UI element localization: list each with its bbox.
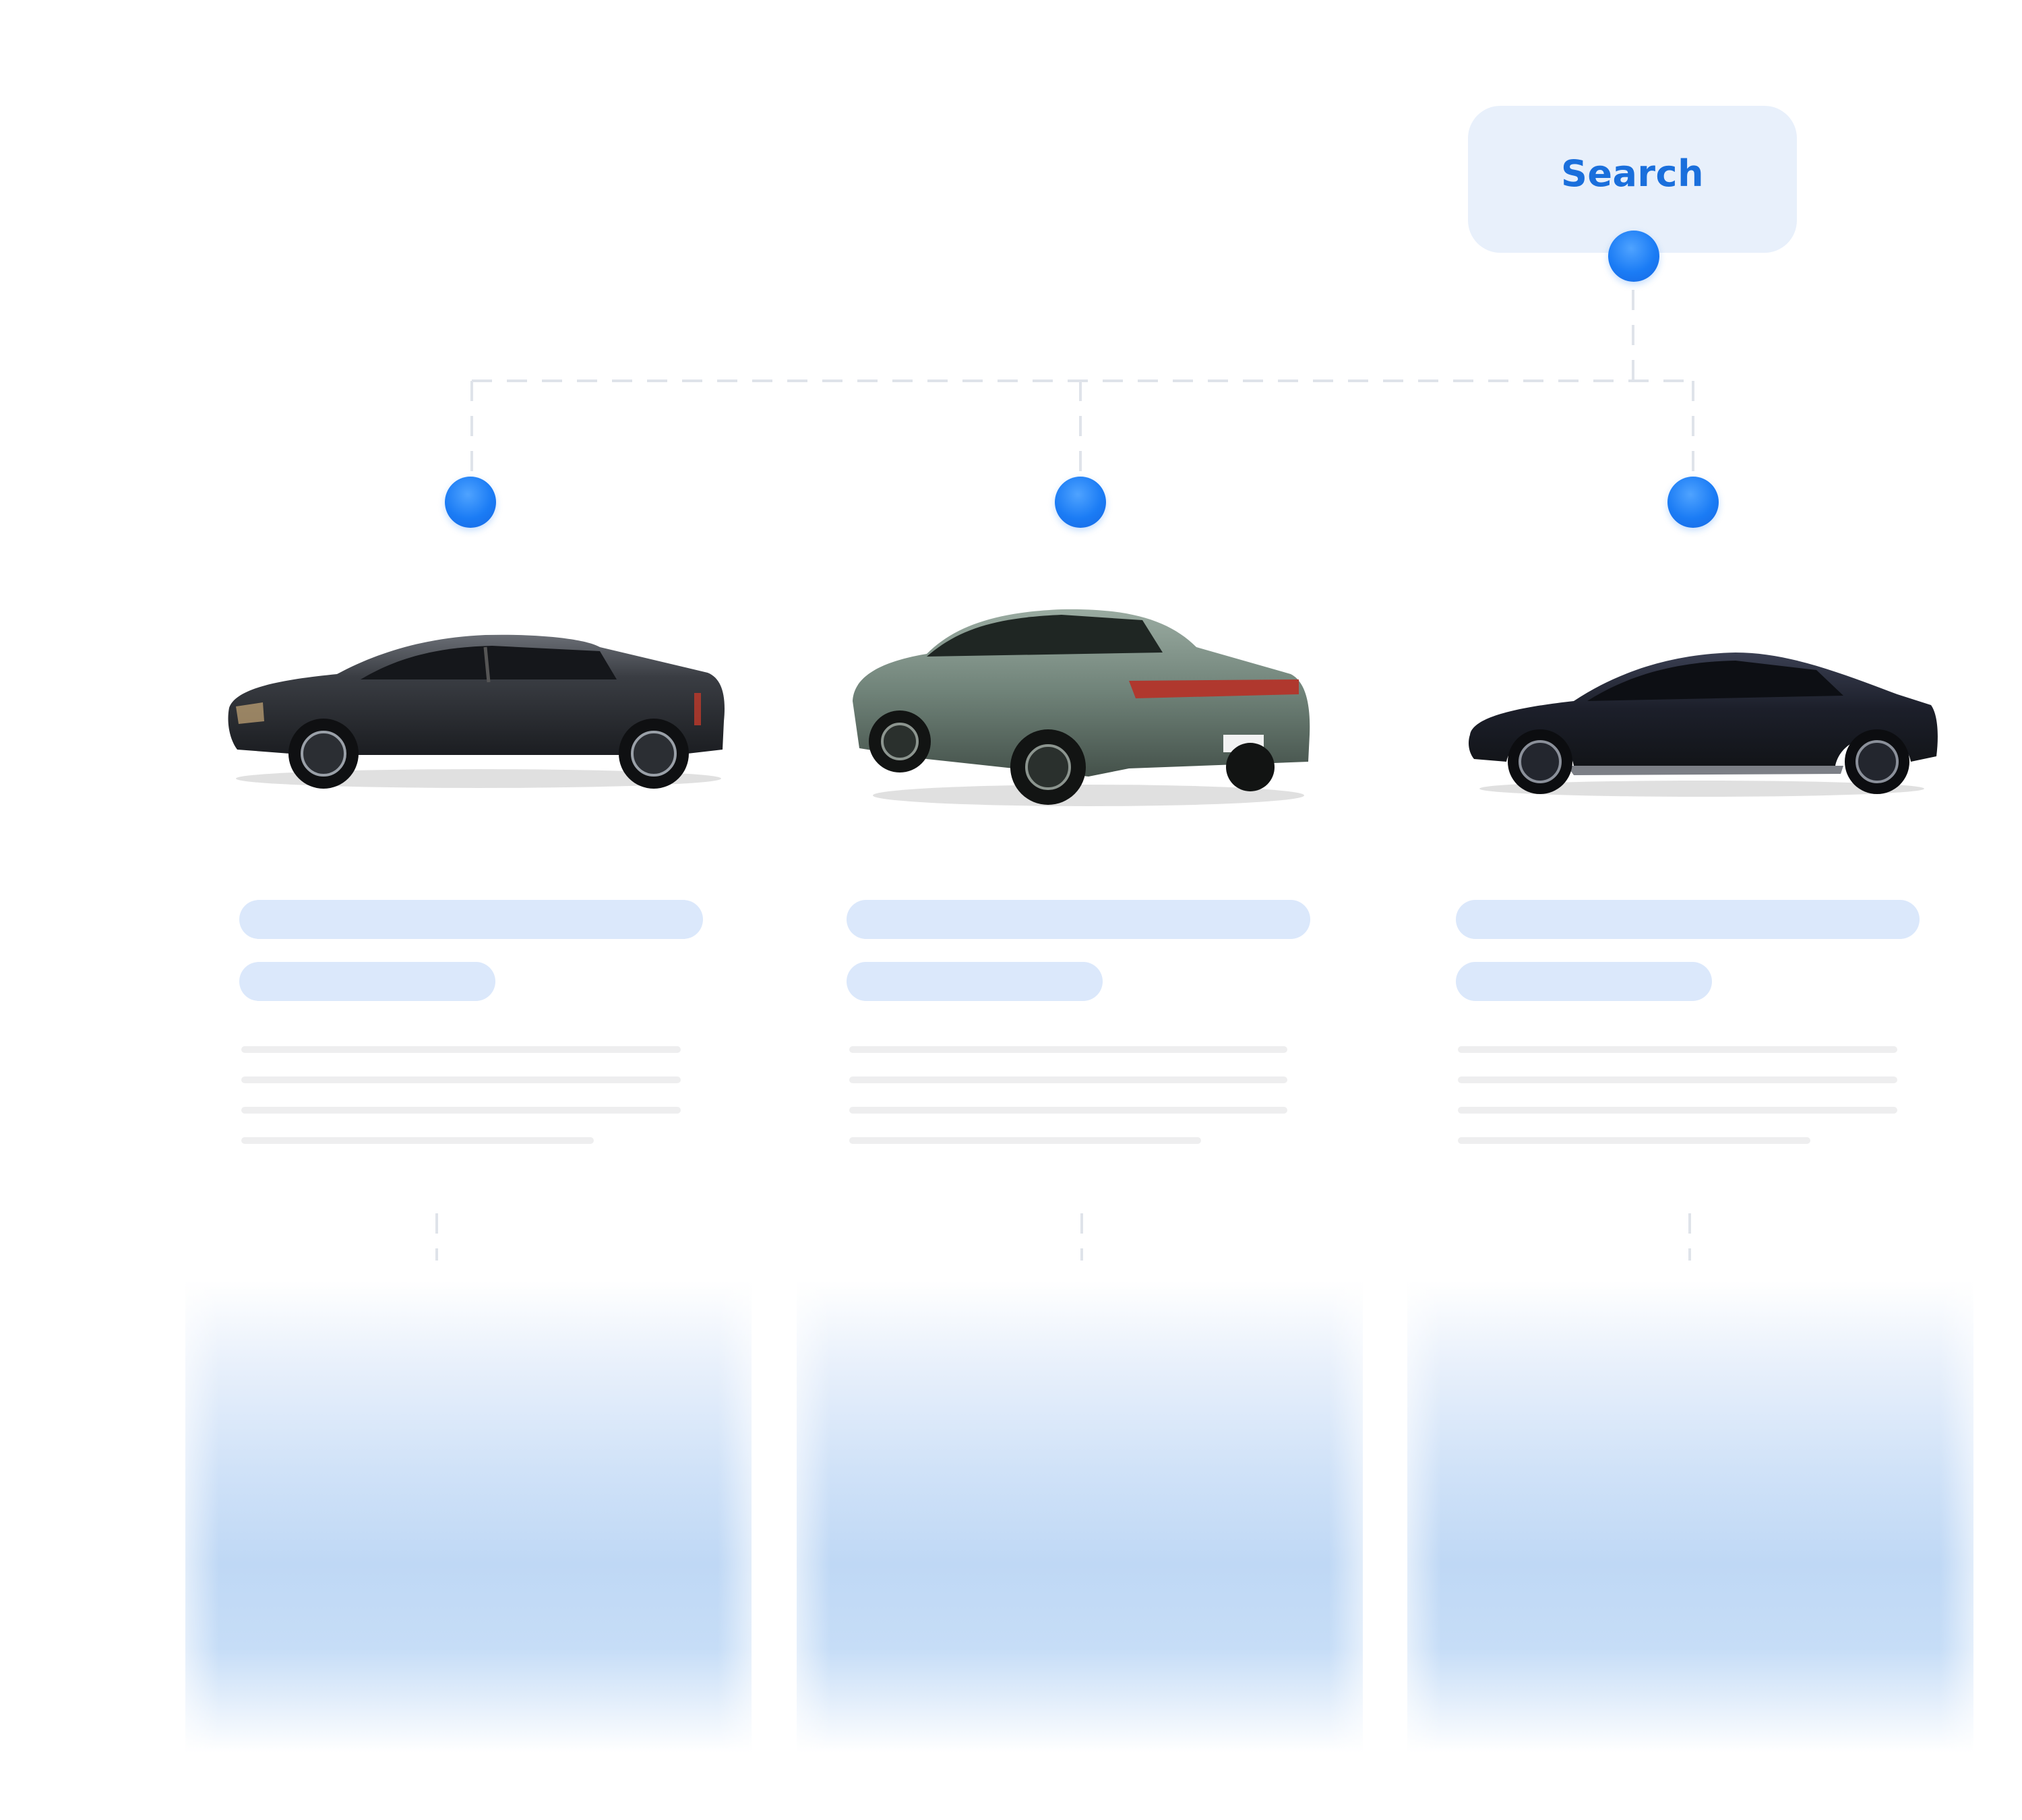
result-3-subtitle-placeholder bbox=[1456, 962, 1712, 1001]
result-3-text-line bbox=[1458, 1137, 1810, 1144]
result-1-text-line bbox=[241, 1137, 594, 1144]
result-2-title-placeholder bbox=[847, 900, 1310, 939]
search-node-dot bbox=[1608, 231, 1659, 282]
result-3-text-line bbox=[1458, 1107, 1897, 1114]
result-3-dot bbox=[1667, 477, 1719, 528]
result-3-text-line bbox=[1458, 1046, 1897, 1053]
result-1-detail-card[interactable] bbox=[185, 1281, 752, 1753]
result-3-title-placeholder bbox=[1456, 900, 1920, 939]
result-1-subtitle-placeholder bbox=[239, 962, 495, 1001]
result-2-text-line bbox=[849, 1076, 1287, 1083]
result-1-text-line bbox=[241, 1107, 681, 1114]
result-2-text-line bbox=[849, 1107, 1287, 1114]
result-1-text-line bbox=[241, 1046, 681, 1053]
result-2-text-line bbox=[849, 1137, 1201, 1144]
result-2-dot bbox=[1055, 477, 1106, 528]
car-fastback-side-icon[interactable] bbox=[1466, 647, 1938, 802]
result-2-subtitle-placeholder bbox=[847, 962, 1103, 1001]
car-sedan-rear-icon[interactable] bbox=[846, 600, 1318, 816]
result-3-detail-card[interactable] bbox=[1407, 1281, 1973, 1753]
search-button[interactable]: Search bbox=[1468, 106, 1797, 253]
result-1-dot bbox=[445, 477, 496, 528]
result-1-text-line bbox=[241, 1076, 681, 1083]
result-1-title-placeholder bbox=[239, 900, 703, 939]
result-2-text-line bbox=[849, 1046, 1287, 1053]
result-2-detail-card[interactable] bbox=[797, 1281, 1363, 1753]
result-3-text-line bbox=[1458, 1076, 1897, 1083]
car-sedan-side-icon[interactable] bbox=[222, 620, 735, 795]
search-label: Search bbox=[1560, 152, 1705, 195]
